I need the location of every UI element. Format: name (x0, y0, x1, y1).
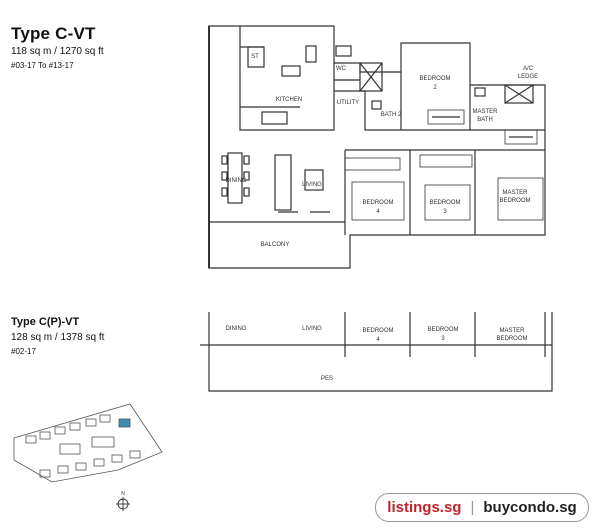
room-label-bedroom-2-num: 2 (433, 85, 437, 91)
room-label-st: ST (251, 54, 259, 60)
room-label-utility: UTILITY (337, 100, 359, 106)
room-label-bedroom-4-b: BEDROOM (362, 328, 393, 334)
room-label-pes: PES (321, 376, 333, 382)
room-label-ac: A/C (523, 66, 534, 72)
room-label-ac-ledge: LEDGE (518, 74, 538, 80)
room-label-master-bedroom: MASTER (502, 190, 528, 196)
watermark: listings.sg | buycondo.sg (375, 493, 589, 522)
unit-type-title-2: Type C(P)-VT (11, 316, 80, 328)
watermark-separator: | (470, 499, 475, 516)
unit-type-area-2: 128 sq m / 1378 sq ft (11, 332, 105, 343)
room-label-wc: WC (336, 66, 347, 72)
room-label-dining-b: DINING (226, 326, 247, 332)
room-label-master-bath: MASTER (472, 109, 498, 115)
room-label-bedroom-4-num: 4 (376, 209, 380, 215)
room-label-living: LIVING (302, 182, 322, 188)
room-label-bedroom-4-b-num: 4 (376, 337, 380, 343)
room-label-bedroom-2: BEDROOM (419, 76, 450, 82)
compass-icon (116, 497, 130, 511)
floor-plan-type-c-vt (208, 25, 546, 269)
unit-type-units-2: #02-17 (11, 347, 36, 356)
unit-type-area: 118 sq m / 1270 sq ft (11, 46, 104, 57)
floor-plan-type-cp-vt (200, 312, 553, 392)
room-label-balcony: BALCONY (261, 242, 290, 248)
room-label-bedroom-3: BEDROOM (429, 200, 460, 206)
watermark-listings: listings.sg (387, 499, 462, 516)
room-label-bedroom-3-num: 3 (443, 209, 447, 215)
room-label-living-b: LIVING (302, 326, 322, 332)
room-label-master-bedroom-2: BEDROOM (499, 198, 530, 204)
room-label-kitchen: KITCHEN (276, 97, 302, 103)
room-label-bedroom-3-b-num: 3 (441, 336, 445, 342)
watermark-buycondo: buycondo.sg (483, 499, 577, 516)
unit-type-title: Type C-VT (11, 24, 96, 43)
room-label-master-bath-2: BATH (477, 117, 493, 123)
compass-north-label: N (121, 491, 125, 497)
room-label-bath-2: BATH 2 (381, 112, 402, 118)
unit-type-units: #03-17 To #13-17 (11, 61, 74, 70)
highlighted-unit-block (118, 418, 131, 428)
room-label-bedroom-3-b: BEDROOM (427, 327, 458, 333)
room-label-bedroom-4: BEDROOM (362, 200, 393, 206)
room-label-master-b: MASTER (499, 328, 525, 334)
site-key-plan (13, 403, 163, 483)
room-label-dining: DINING (226, 178, 247, 184)
room-label-master-b-2: BEDROOM (496, 336, 527, 342)
